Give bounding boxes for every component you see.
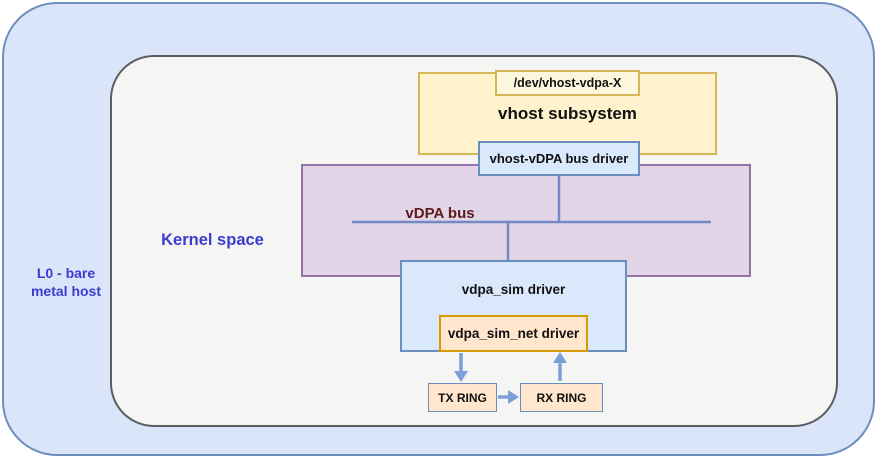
- device-node-label: /dev/vhost-vdpa-X: [513, 76, 622, 90]
- rx-ring-label: RX RING: [536, 390, 587, 405]
- vdpa-bus-label: vDPA bus: [405, 205, 475, 222]
- vhost-vdpa-bus-driver-box: vhost-vDPA bus driver: [478, 141, 640, 176]
- vdpa-sim-net-driver-box: vdpa_sim_net driver: [439, 315, 588, 352]
- l0-host-label: L0 - bare metal host: [16, 264, 116, 300]
- kernel-space-label: Kernel space: [161, 231, 264, 249]
- l0-host-label-line2: metal host: [30, 283, 101, 299]
- tx-ring-label: TX RING: [438, 390, 487, 405]
- tx-ring-box: TX RING: [428, 383, 497, 412]
- l0-host-label-line1: L0 - bare: [36, 265, 96, 281]
- vhost-subsystem-label: vhost subsystem: [498, 103, 637, 123]
- vhost-vdpa-bus-driver-label: vhost-vDPA bus driver: [489, 151, 629, 166]
- device-node-box: /dev/vhost-vdpa-X: [495, 70, 640, 96]
- vdpa-sim-net-driver-label: vdpa_sim_net driver: [447, 326, 580, 341]
- rx-ring-box: RX RING: [520, 383, 603, 412]
- vdpa-sim-driver-label: vdpa_sim driver: [461, 282, 566, 297]
